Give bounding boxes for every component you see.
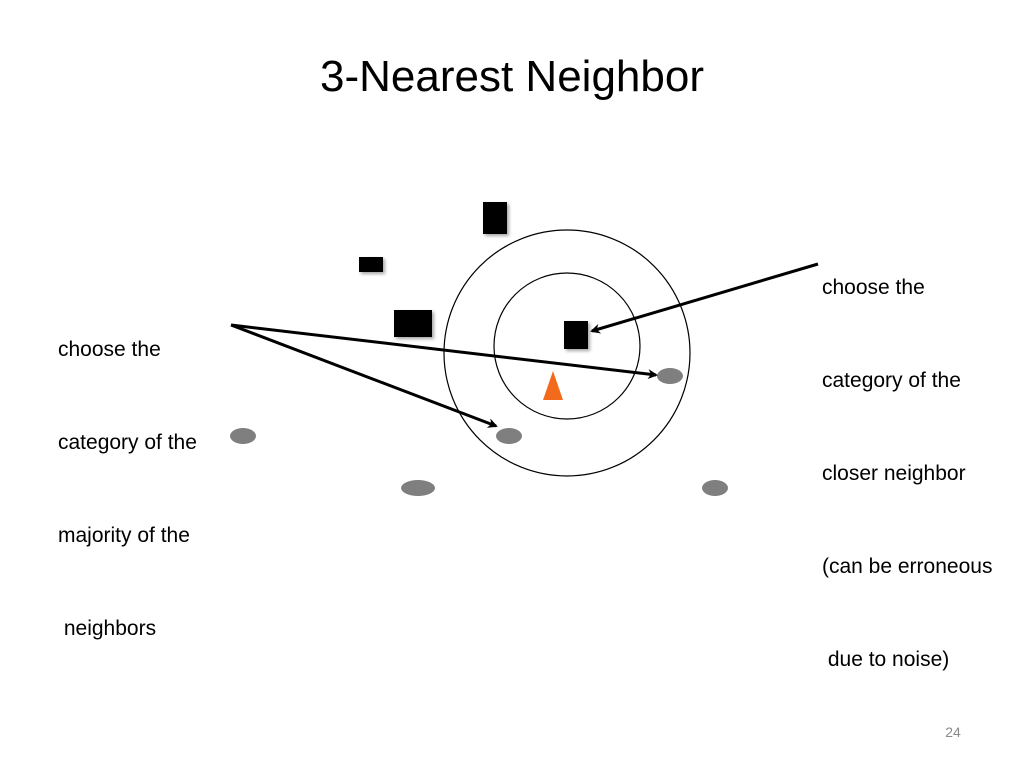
inner-neighbor-ring <box>493 272 641 420</box>
black-square-icon <box>564 321 588 349</box>
annotation-line: choose the <box>822 276 925 299</box>
arrow-to-right-neighbor <box>230 323 658 380</box>
annotation-line: category of the <box>58 431 197 454</box>
closer-neighbor-annotation: choose the category of the closer neighb… <box>822 210 992 737</box>
majority-annotation: choose the category of the majority of t… <box>58 272 197 706</box>
gray-ellipse-icon <box>496 428 522 444</box>
annotation-line: majority of the <box>58 524 190 547</box>
annotation-arrows <box>230 262 819 428</box>
arrow-to-closer-neighbor <box>590 262 819 334</box>
annotation-line: (can be erroneous <box>822 555 993 578</box>
black-square-icon <box>359 257 383 272</box>
annotation-line: choose the <box>58 338 161 361</box>
black-square-icon <box>394 310 432 337</box>
outer-neighbor-ring <box>443 229 691 477</box>
gray-ellipse-icon <box>657 368 683 384</box>
slide-title: 3-Nearest Neighbor <box>320 52 704 101</box>
black-square-icon <box>483 202 507 234</box>
arrow-to-lower-neighbor <box>230 323 498 428</box>
gray-ellipse-icon <box>401 480 435 496</box>
annotation-line: due to noise) <box>822 648 950 671</box>
page-number: 24 <box>945 724 961 740</box>
gray-ellipse-icon <box>230 428 256 444</box>
gray-ellipse-icon <box>702 480 728 496</box>
orange-triangle-icon <box>543 371 563 400</box>
annotation-line: closer neighbor <box>822 462 966 485</box>
annotation-line: category of the <box>822 369 961 392</box>
annotation-line: neighbors <box>58 617 157 640</box>
circle-class-points <box>230 368 728 496</box>
square-class-points <box>359 202 588 349</box>
